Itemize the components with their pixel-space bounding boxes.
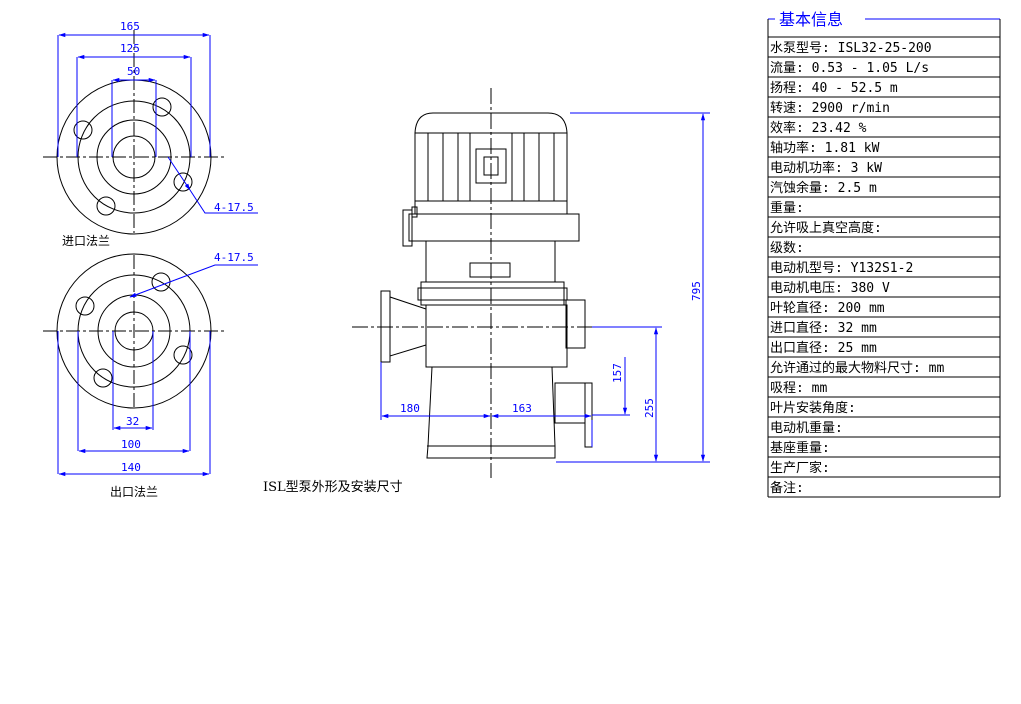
info-row: 进口直径: 32 mm [770, 321, 877, 336]
info-row: 基座重量: [770, 440, 830, 456]
left-offset: 180 [400, 402, 420, 415]
info-row: 轴功率: 1.81 kW [770, 140, 880, 156]
info-row: 叶片安装角度: [770, 400, 856, 416]
info-row: 出口直径: 25 mm [770, 341, 877, 356]
info-row: 级数: [770, 241, 804, 256]
info-row: 效率: 23.42 % [770, 120, 867, 136]
inlet-bore: 50 [127, 65, 140, 78]
info-row: 转速: 2900 r/min [770, 101, 890, 116]
info-row: 允许通过的最大物料尺寸: mm [770, 360, 944, 376]
info-row: 电动机电压: 380 V [770, 281, 890, 296]
outlet-flange-view [43, 253, 225, 409]
outlet-outer-diameter: 140 [121, 461, 141, 474]
inlet-flange-view [43, 30, 225, 235]
pump-dimensions [380, 112, 710, 463]
pump-elevation [352, 88, 623, 478]
info-row: 允许吸上真空高度: [770, 220, 882, 236]
inlet-bolt-circle: 125 [120, 42, 140, 55]
inlet-height: 255 [643, 398, 656, 418]
info-row: 重量: [770, 200, 804, 216]
info-row: 汽蚀余量: 2.5 m [770, 180, 877, 196]
drawing-caption: ISL型泵外形及安装尺寸 [263, 480, 403, 495]
info-row: 吸程: mm [770, 381, 827, 396]
info-row: 备注: [770, 480, 804, 496]
inlet-flange-dimensions [57, 32, 258, 214]
info-row: 电动机功率: 3 kW [770, 160, 882, 176]
info-table: 基本信息 水泵型号: ISL32-25-200 流量: 0.53 - 1.05 L… [767, 10, 1001, 498]
info-row: 叶轮直径: 200 mm [770, 301, 885, 316]
info-row: 扬程: 40 - 52.5 m [770, 81, 898, 96]
inlet-flange-label: 进口法兰 [62, 234, 110, 248]
outlet-bore: 32 [126, 415, 139, 428]
inlet-holes: 4-17.5 [214, 201, 254, 214]
info-row: 流量: 0.53 - 1.05 L/s [770, 61, 929, 76]
info-row: 生产厂家: [770, 460, 830, 476]
outlet-flange-label: 出口法兰 [110, 485, 158, 499]
info-row: 电动机型号: Y132S1-2 [770, 261, 913, 276]
outlet-flange-dimensions [57, 264, 258, 477]
right-offset: 163 [512, 402, 532, 415]
outlet-bolt-circle: 100 [121, 438, 141, 451]
outlet-holes: 4-17.5 [214, 251, 254, 264]
info-row: 电动机重量: [770, 420, 843, 436]
inlet-outer-diameter: 165 [120, 20, 140, 33]
info-row: 水泵型号: ISL32-25-200 [770, 41, 932, 56]
pump-height: 795 [690, 281, 703, 301]
outlet-height: 157 [611, 363, 624, 383]
info-table-title: 基本信息 [779, 10, 843, 29]
